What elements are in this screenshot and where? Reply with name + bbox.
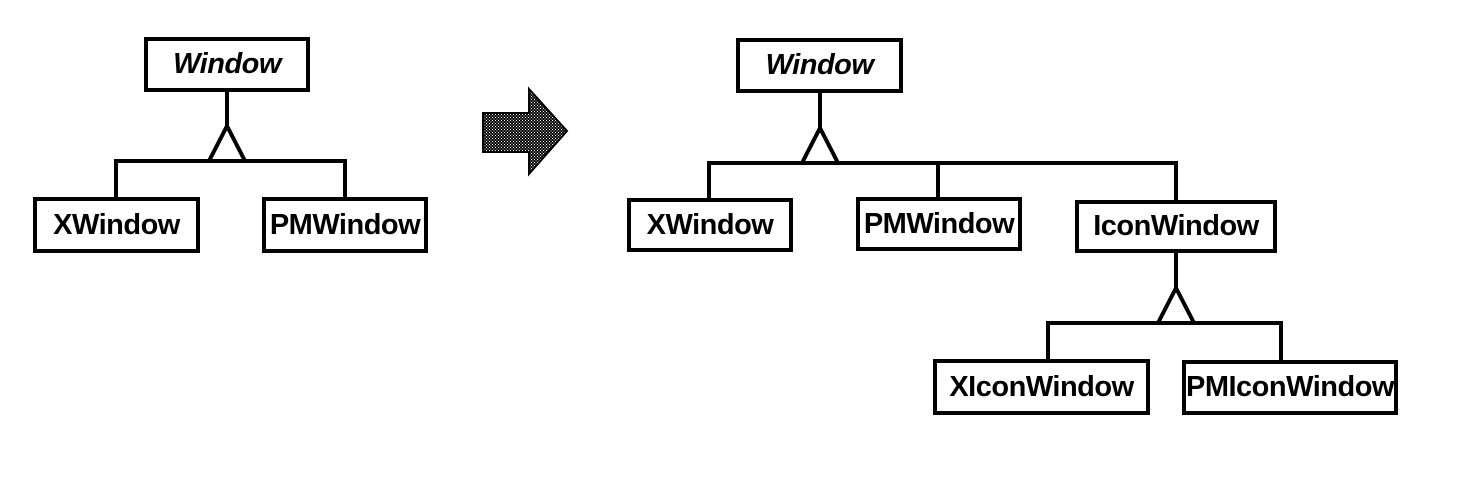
- class-box-iconwindow: IconWindow: [1075, 200, 1277, 253]
- class-box-pmwindow-before: PMWindow: [262, 197, 428, 253]
- inheritance-triangle-icon: [798, 123, 842, 165]
- class-box-xwindow-after: XWindow: [627, 198, 793, 252]
- class-box-pmiconwindow: PMIconWindow: [1182, 360, 1398, 415]
- inheritance-triangle-icon: [1154, 283, 1198, 325]
- after-tree-connectors: [707, 93, 1178, 202]
- class-box-window-before: Window: [144, 37, 310, 92]
- class-box-xwindow-before: XWindow: [33, 197, 200, 253]
- class-box-window-after: Window: [736, 38, 903, 93]
- class-box-pmwindow-after: PMWindow: [856, 197, 1022, 251]
- inheritance-triangle-icon: [205, 121, 249, 163]
- transform-arrow-icon: [482, 86, 569, 177]
- class-box-xiconwindow: XIconWindow: [933, 359, 1150, 415]
